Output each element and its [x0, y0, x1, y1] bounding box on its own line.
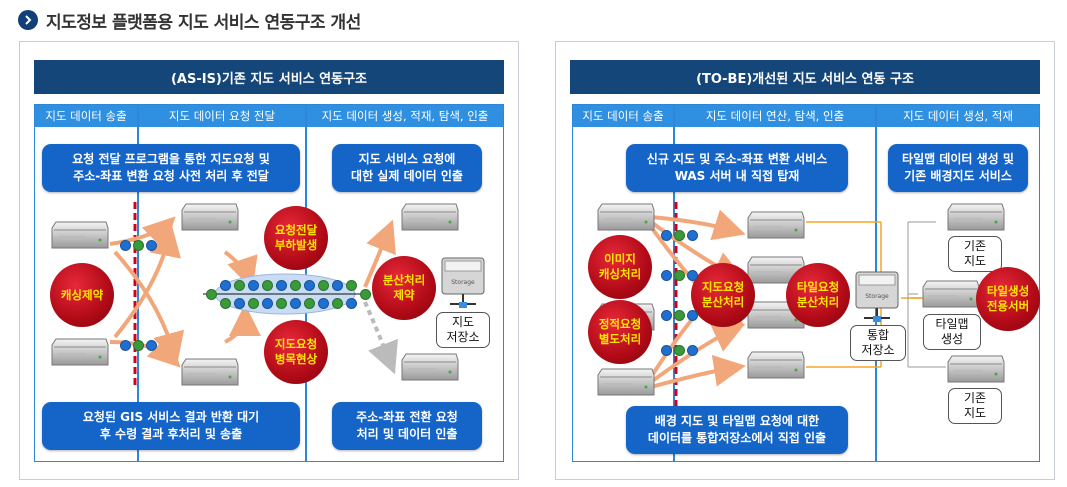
node-dot: [220, 280, 231, 291]
node-dot: [146, 240, 157, 251]
as-is-section-relay-title: 지도 데이터 요청 전달: [139, 105, 305, 127]
as-is-map-server-top: [400, 202, 460, 232]
node-dot: [120, 240, 131, 251]
svg-text:Storage: Storage: [451, 279, 475, 286]
node-dot: [687, 345, 698, 356]
as-is-relay-server-top: [180, 202, 240, 232]
to-be-section-generate-title: 지도 데이터 생성, 적재: [877, 105, 1039, 127]
to-be-existing-map-server-bottom: [946, 354, 1006, 384]
to-be-storage-label: 통합 저장소: [850, 325, 906, 361]
to-be-badge-static: 정적요청 별도처리: [588, 300, 652, 364]
as-is-callout-top-left: 요청 전달 프로그램을 통한 지도요청 및 주소-좌표 변환 요청 사전 처리 …: [42, 144, 300, 192]
node-dot: [234, 298, 245, 309]
to-be-section-send-title: 지도 데이터 송출: [573, 105, 673, 127]
to-be-callout-top-right: 타일맵 데이터 생성 및 기존 배경지도 서비스: [888, 144, 1028, 192]
node-dot: [674, 230, 685, 241]
chevron-right-icon: [18, 10, 38, 30]
node-dot: [346, 298, 357, 309]
as-is-callout-bottom-left: 요청된 GIS 서비스 결과 반환 대기 후 수령 결과 후처리 및 송출: [42, 402, 300, 450]
to-be-callout-bottom-mid: 배경 지도 및 타일맵 요청에 대한 데이터를 통합저장소에서 직접 인출: [626, 406, 848, 454]
to-be-callout-top-mid: 신규 지도 및 주소-좌표 변환 서비스 WAS 서버 내 직접 탑재: [626, 144, 848, 192]
node-dot: [661, 310, 672, 321]
as-is-badge-cache: 캐싱제약: [50, 263, 114, 327]
as-is-map-server-bottom: [400, 352, 460, 382]
as-is-panel: (AS-IS)기존 지도 서비스 연동구조 지도 데이터 송출 지도 데이터 요…: [19, 41, 519, 480]
node-dot: [360, 289, 371, 300]
to-be-tilemap-label: 타일맵 생성: [923, 314, 981, 350]
node-dot: [687, 310, 698, 321]
to-be-panel: (TO-BE)개선된 지도 서비스 연동 구조 지도 데이터 송출 지도 데이터…: [555, 41, 1055, 480]
node-dot: [687, 230, 698, 241]
to-be-badge-image-cache: 이미지 캐싱처리: [588, 235, 652, 299]
node-dot: [220, 298, 231, 309]
to-be-section-compute-title: 지도 데이터 연산, 탐색, 인출: [675, 105, 875, 127]
node-dot: [318, 298, 329, 309]
node-dot: [304, 280, 315, 291]
node-dot: [133, 340, 144, 351]
node-dot: [674, 310, 685, 321]
to-be-was-server-4: [746, 350, 806, 380]
node-dot: [290, 298, 301, 309]
to-be-storage-device: Storage: [854, 270, 900, 326]
node-dot: [248, 298, 259, 309]
as-is-storage-device: Storage: [440, 256, 486, 312]
to-be-existing-map-label-top: 기존 지도: [948, 236, 1002, 272]
node-dot: [346, 280, 357, 291]
node-dot: [674, 345, 685, 356]
node-dot: [276, 298, 287, 309]
node-dot: [304, 298, 315, 309]
node-dot: [133, 240, 144, 251]
node-dot: [206, 289, 217, 300]
node-dot: [146, 340, 157, 351]
node-dot: [290, 280, 301, 291]
to-be-existing-map-server-top: [946, 202, 1006, 232]
node-dot: [661, 270, 672, 281]
node-dot: [262, 298, 273, 309]
as-is-section-store-title: 지도 데이터 생성, 적재, 탐색, 인출: [307, 105, 503, 127]
as-is-header: (AS-IS)기존 지도 서비스 연동구조: [34, 60, 504, 94]
to-be-header: (TO-BE)개선된 지도 서비스 연동 구조: [570, 60, 1040, 94]
as-is-badge-load: 요청전달 부하발생: [264, 206, 328, 270]
to-be-existing-map-label-bottom: 기존 지도: [948, 388, 1002, 424]
node-dot: [318, 280, 329, 291]
node-dot: [687, 270, 698, 281]
as-is-relay-server-bottom: [180, 357, 240, 387]
node-dot: [332, 298, 343, 309]
page-title-row: 지도정보 플랫폼용 지도 서비스 연동구조 개선: [18, 6, 361, 34]
node-dot: [262, 280, 273, 291]
node-dot: [674, 270, 685, 281]
as-is-badge-distribute: 분산처리 제약: [372, 256, 436, 320]
node-dot: [276, 280, 287, 291]
svg-text:Storage: Storage: [865, 293, 889, 300]
to-be-badge-map-dist: 지도요청 분산처리: [691, 263, 755, 327]
node-dot: [120, 340, 131, 351]
node-dot: [248, 280, 259, 291]
to-be-badge-tile-server: 타일생성 전용서버: [976, 267, 1040, 331]
as-is-badge-bottleneck: 지도요청 병목현상: [264, 320, 328, 384]
to-be-tilemap-server: [921, 279, 981, 309]
as-is-callout-bottom-right: 주소-좌표 전환 요청 처리 및 데이터 인출: [332, 402, 482, 450]
to-be-badge-tile-dist: 타일요청 분산처리: [786, 263, 850, 327]
to-be-sender-server-bottom: [596, 367, 656, 397]
as-is-sender-server-top: [50, 220, 110, 250]
to-be-sender-server-top: [596, 202, 656, 232]
as-is-callout-top-right: 지도 서비스 요청에 대한 실제 데이터 인출: [332, 144, 482, 192]
as-is-sender-server-bottom: [50, 337, 110, 367]
page-title: 지도정보 플랫폼용 지도 서비스 연동구조 개선: [46, 12, 361, 33]
to-be-was-server-1: [746, 210, 806, 240]
node-dot: [332, 280, 343, 291]
node-dot: [661, 345, 672, 356]
as-is-section-send-title: 지도 데이터 송출: [35, 105, 137, 127]
node-dot: [661, 230, 672, 241]
as-is-storage-label: 지도 저장소: [436, 312, 490, 348]
node-dot: [234, 280, 245, 291]
